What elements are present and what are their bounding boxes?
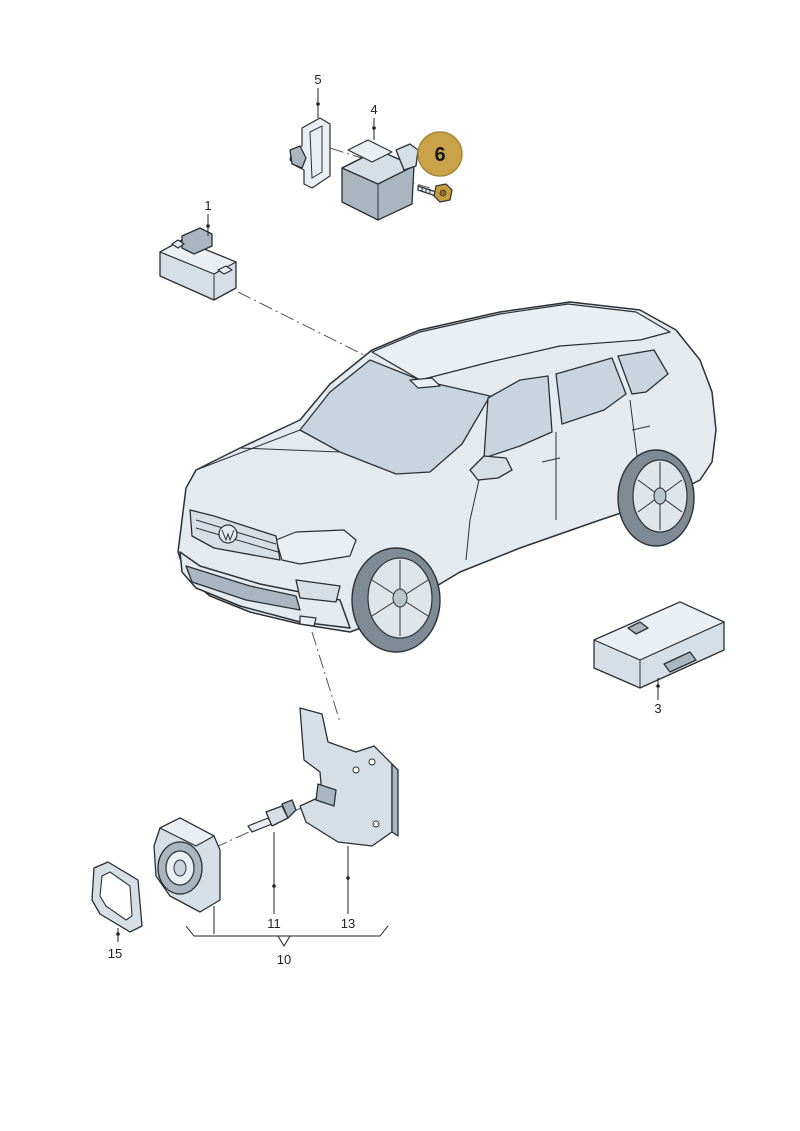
part-11-bulb	[247, 799, 297, 833]
callout-11: 11	[267, 916, 281, 931]
part-10-lamp-housing	[153, 817, 221, 913]
part-13-bracket	[299, 707, 399, 847]
part-4-control-unit	[341, 139, 419, 221]
leader-lines	[116, 88, 660, 947]
highlight-badge: 6	[417, 131, 463, 177]
part-15-frame	[91, 861, 143, 933]
callout-labels: 5 4 1 3 11 13 10 15	[108, 72, 662, 967]
callout-3: 3	[654, 701, 661, 716]
callout-6: 6	[434, 144, 445, 166]
callout-10: 10	[277, 952, 291, 967]
part-3-module	[593, 601, 725, 689]
part-6-screw	[417, 183, 453, 203]
callout-5: 5	[314, 72, 321, 87]
part-5-bracket	[289, 117, 331, 189]
callout-4: 4	[370, 102, 377, 117]
vehicle-suv	[177, 301, 717, 653]
callout-13: 13	[341, 916, 355, 931]
highlight-badge-circle	[417, 131, 463, 177]
part-1-sensor-holder	[159, 227, 237, 301]
callout-15: 15	[108, 946, 122, 961]
callout-1: 1	[204, 198, 211, 213]
